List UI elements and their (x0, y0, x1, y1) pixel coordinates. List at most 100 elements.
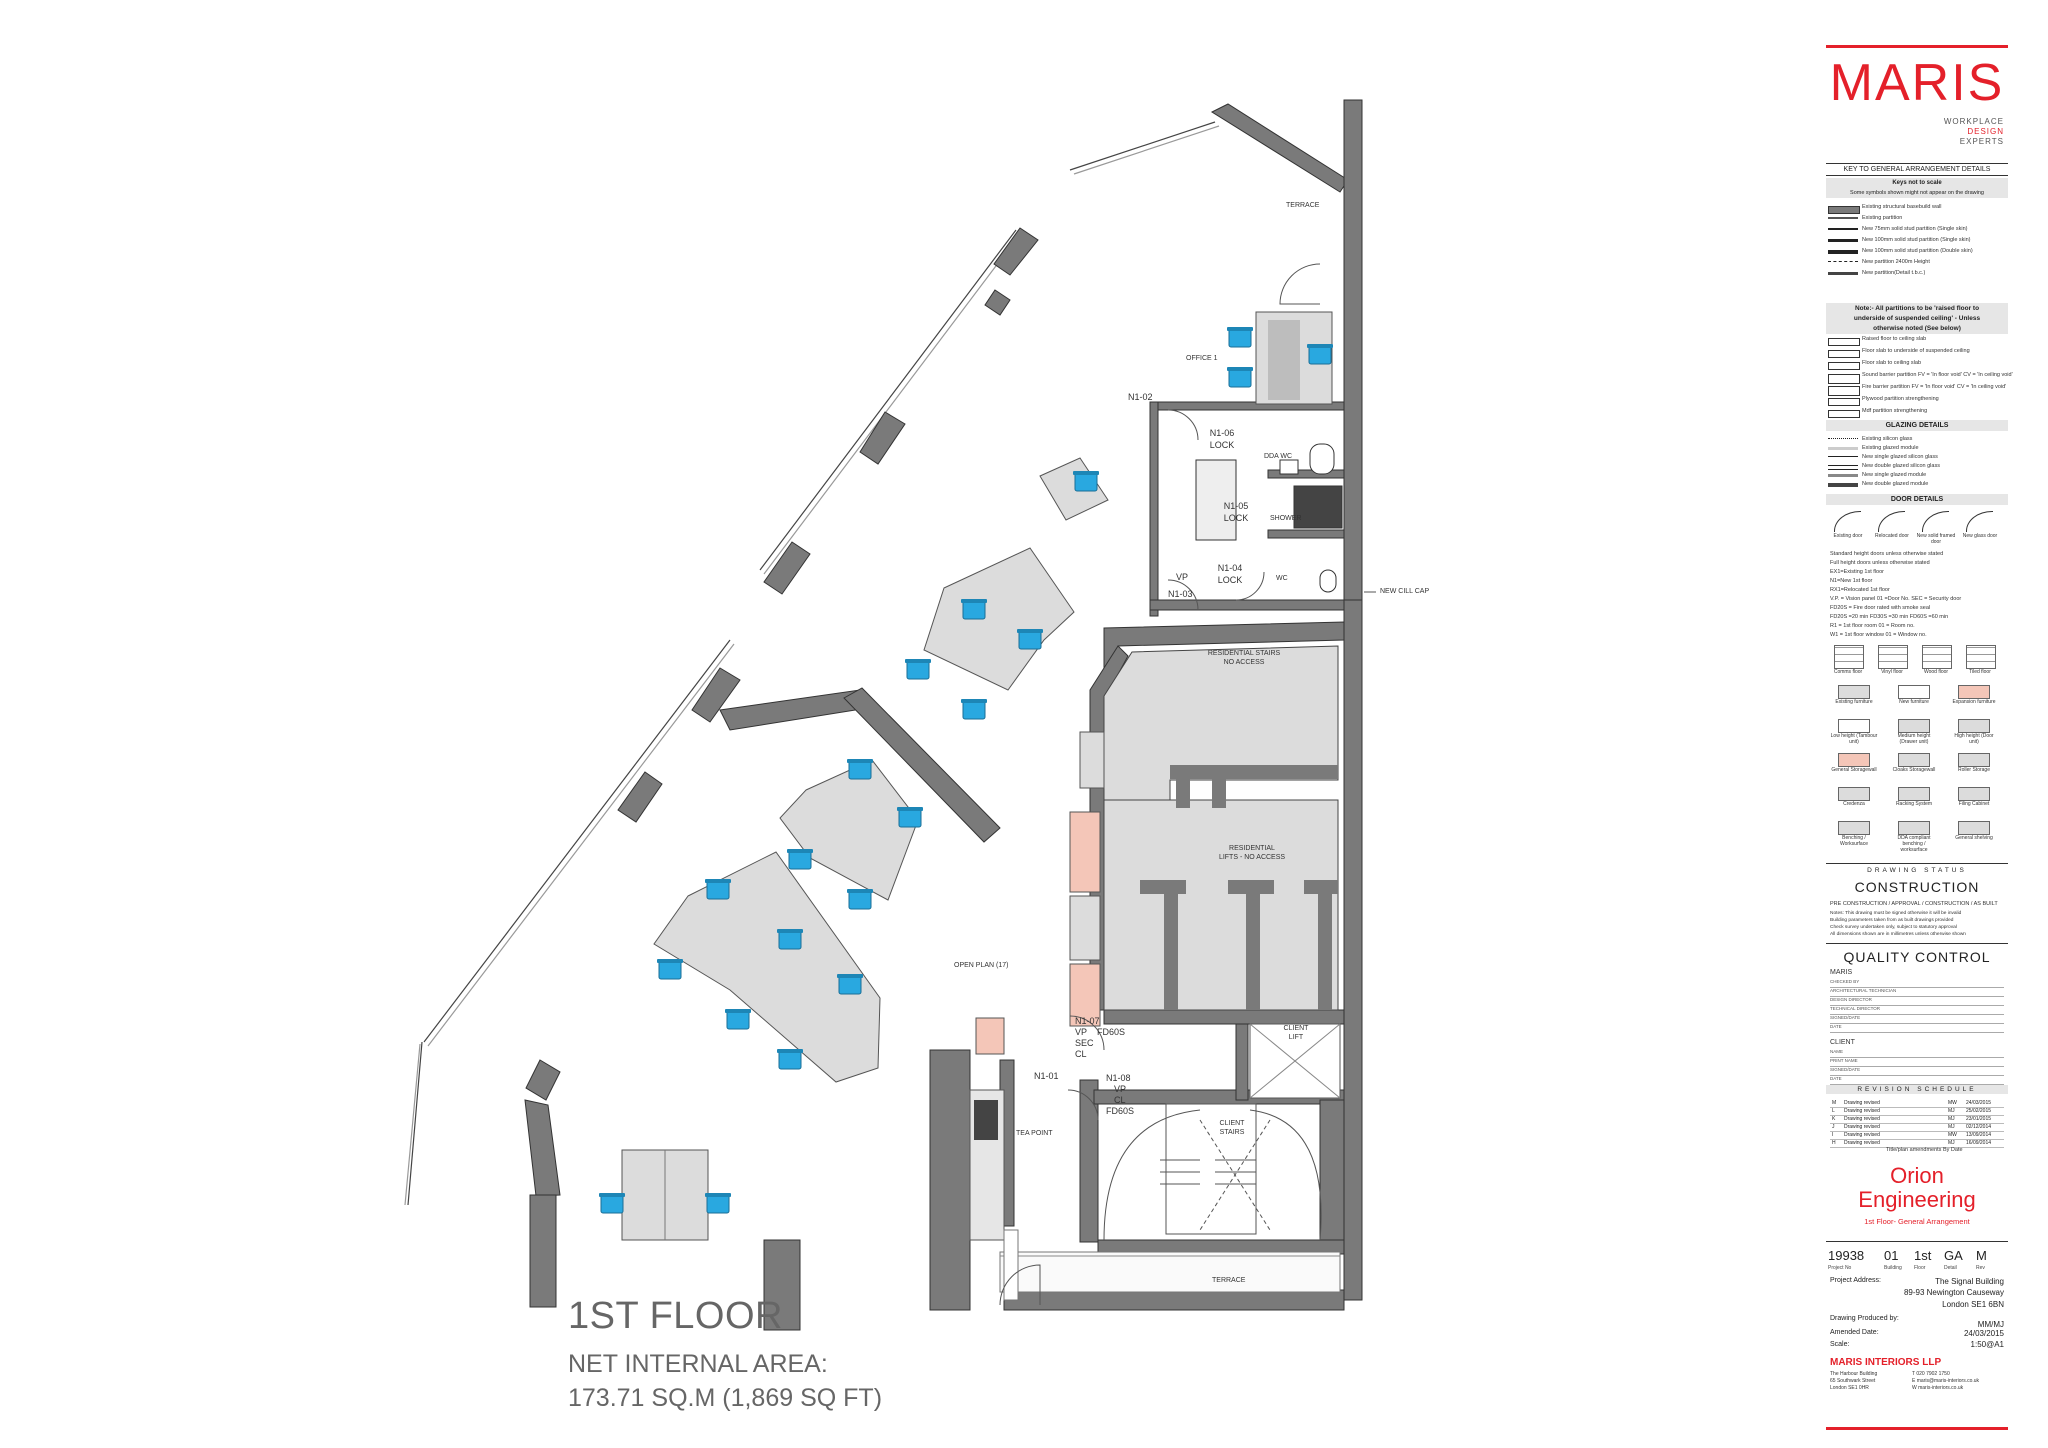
revision-by: MJ (1948, 1116, 1955, 1122)
door-n1-02: N1-02 (1128, 392, 1153, 402)
revision-by: MW (1948, 1132, 1957, 1138)
qc-row: TECHNICAL DIRECTOR (1830, 1006, 2004, 1015)
qc-client-row: NAME (1830, 1049, 2004, 1058)
door-type-label: New glass door (1962, 533, 1998, 539)
keys-note-1: Keys not to scale (1826, 178, 2008, 188)
net-internal-area-value: 173.71 SQ.M (1,869 SQ FT) (568, 1384, 883, 1412)
furniture-swatch (1838, 753, 1870, 767)
tea-point-counter (969, 1089, 1019, 1301)
furniture-swatch (1838, 787, 1870, 801)
door-note: Full height doors unless otherwise state… (1830, 560, 1930, 566)
logo-tag-experts: EXPERTS (1959, 137, 2004, 146)
company-address-line: 65 Southwark Street (1830, 1378, 1876, 1384)
furniture-swatch (1898, 719, 1930, 733)
code-value: 1st (1914, 1248, 1932, 1263)
key-symbol (1828, 386, 1860, 396)
revision-desc: Drawing revised (1844, 1140, 1880, 1146)
key-label: New 100mm solid stud partition (Double s… (1862, 248, 1973, 254)
door-note: FD20S = Fire door rated with smoke seal (1830, 605, 1931, 611)
address-label: Project Address: (1830, 1277, 1881, 1284)
code-value: GA (1944, 1248, 1963, 1263)
furniture-label: Existing furniture (1835, 699, 1873, 705)
furniture-swatch (1958, 787, 1990, 801)
qc-client-row: SIGNED/DATE (1830, 1067, 2004, 1076)
dda-wc-label: DDA WC (1264, 453, 1292, 460)
door-n1-01: N1-01 (1034, 1071, 1059, 1081)
client-stairs (1103, 1103, 1322, 1241)
door-type-label: Relocated door (1875, 533, 1909, 539)
qc-row: DATE (1830, 1024, 2004, 1033)
logo-tag-design: DESIGN (1967, 127, 2004, 136)
key-symbol (1828, 350, 1860, 358)
key-symbol (1828, 338, 1860, 346)
door-n1-04: N1-04 (1217, 563, 1243, 573)
revision-id: J (1832, 1124, 1835, 1130)
revision-date: 23/01/2015 (1966, 1116, 1992, 1122)
open-plan-label: OPEN PLAN (17) (954, 962, 1009, 969)
furniture-label: DDA compliant benching / worksurface (1897, 835, 1931, 853)
key-symbol (1828, 374, 1860, 384)
key-row: Existing partition (1828, 214, 2008, 224)
key-row: Sound barrier partition FV = 'In floor v… (1828, 371, 2013, 384)
furniture-swatch (1838, 821, 1870, 835)
key-row: Existing glazed module (1828, 444, 2008, 454)
revision-date: 16/09/2014 (1966, 1140, 1992, 1146)
door-note: FD20S =20 min FD30S =30 min FD60S =60 mi… (1830, 614, 1949, 620)
residential-core (1103, 645, 1339, 1011)
tea-point-label: TEA POINT (1016, 1130, 1053, 1137)
key-label: Sound barrier partition FV = 'In floor v… (1862, 372, 2013, 378)
residential-lifts-noaccess: LIFTS - NO ACCESS (1218, 854, 1286, 861)
wc-fixtures (1195, 443, 1343, 593)
door-n1-07-sec: SEC (1075, 1038, 1094, 1048)
door-n1-07: N1-07 (1075, 1016, 1100, 1026)
door-n1-04-lock: LOCK (1217, 575, 1243, 585)
door-n1-05-lock: LOCK (1223, 513, 1249, 523)
address-line1: The Signal Building (1935, 1277, 2004, 1286)
key-row: Fire barrier partition FV = 'In floor vo… (1828, 383, 2008, 396)
partition-note-1: Note:- All partitions to be 'raised floo… (1826, 303, 2008, 314)
revision-date: 25/02/2015 (1966, 1108, 1992, 1114)
revision-desc: Drawing revised (1844, 1108, 1880, 1114)
qc-maris: MARIS (1830, 969, 1853, 976)
revision-schedule-title: REVISION SCHEDULE (1826, 1085, 2008, 1094)
furniture-label: Credenza (1843, 801, 1865, 807)
qc-client: CLIENT (1830, 1039, 1855, 1046)
residential-stairs-label: RESIDENTIAL STAIRS (1207, 650, 1281, 657)
key-row: New 75mm solid stud partition (Single sk… (1828, 225, 2008, 235)
furniture-label: High height (Door unit) (1954, 733, 1994, 745)
office1-desk (1226, 311, 1334, 405)
door-type-label: Existing door (1833, 533, 1863, 539)
title-block-top-rule (1826, 45, 2008, 48)
key-label: Floor slab to underside of suspended cei… (1862, 348, 1970, 354)
furniture-label: Medium height (Drawer unit) (1897, 733, 1931, 745)
glazing-title: GLAZING DETAILS (1826, 420, 2008, 431)
furniture-swatch (1958, 719, 1990, 733)
client-lift-label: CLIENT (1283, 1025, 1309, 1032)
title-block-bottom-rule (1826, 1427, 2008, 1430)
door-n1-08-cl: CL (1114, 1095, 1126, 1105)
client-name-line1: Orion (1890, 1163, 1944, 1188)
company-contact-line: E maris@maris-interiors.co.uk (1912, 1378, 1980, 1384)
logo-tag-workplace: WORKPLACE (1943, 117, 2004, 126)
code-value: 01 (1884, 1248, 1899, 1263)
furniture-label: General shelving (1955, 835, 1993, 841)
shower-label: SHOWER (1270, 515, 1302, 522)
key-symbol (1828, 228, 1858, 230)
drawing-status-options: PRE CONSTRUCTION / APPROVAL / CONSTRUCTI… (1830, 901, 1998, 907)
revision-id: K (1832, 1116, 1836, 1122)
residential-stairs-noaccess: NO ACCESS (1223, 659, 1265, 666)
key-label: New 75mm solid stud partition (Single sk… (1862, 226, 1968, 232)
key-symbol (1828, 465, 1858, 470)
furniture-label: New furniture (1899, 699, 1929, 705)
qc-row: CHECKED BY (1830, 979, 2004, 988)
key-row: New 100mm solid stud partition (Single s… (1828, 236, 2008, 246)
door-n1-05: N1-05 (1223, 501, 1249, 511)
company-name: MARIS INTERIORS LLP (1830, 1357, 1942, 1368)
floor-plan (404, 99, 1376, 1331)
door-details-title: DOOR DETAILS (1826, 494, 2008, 505)
door-n1-08-fire: FD60S (1106, 1106, 1135, 1116)
drawing-name: 1st Floor- General Arrangement (1864, 1217, 1970, 1226)
